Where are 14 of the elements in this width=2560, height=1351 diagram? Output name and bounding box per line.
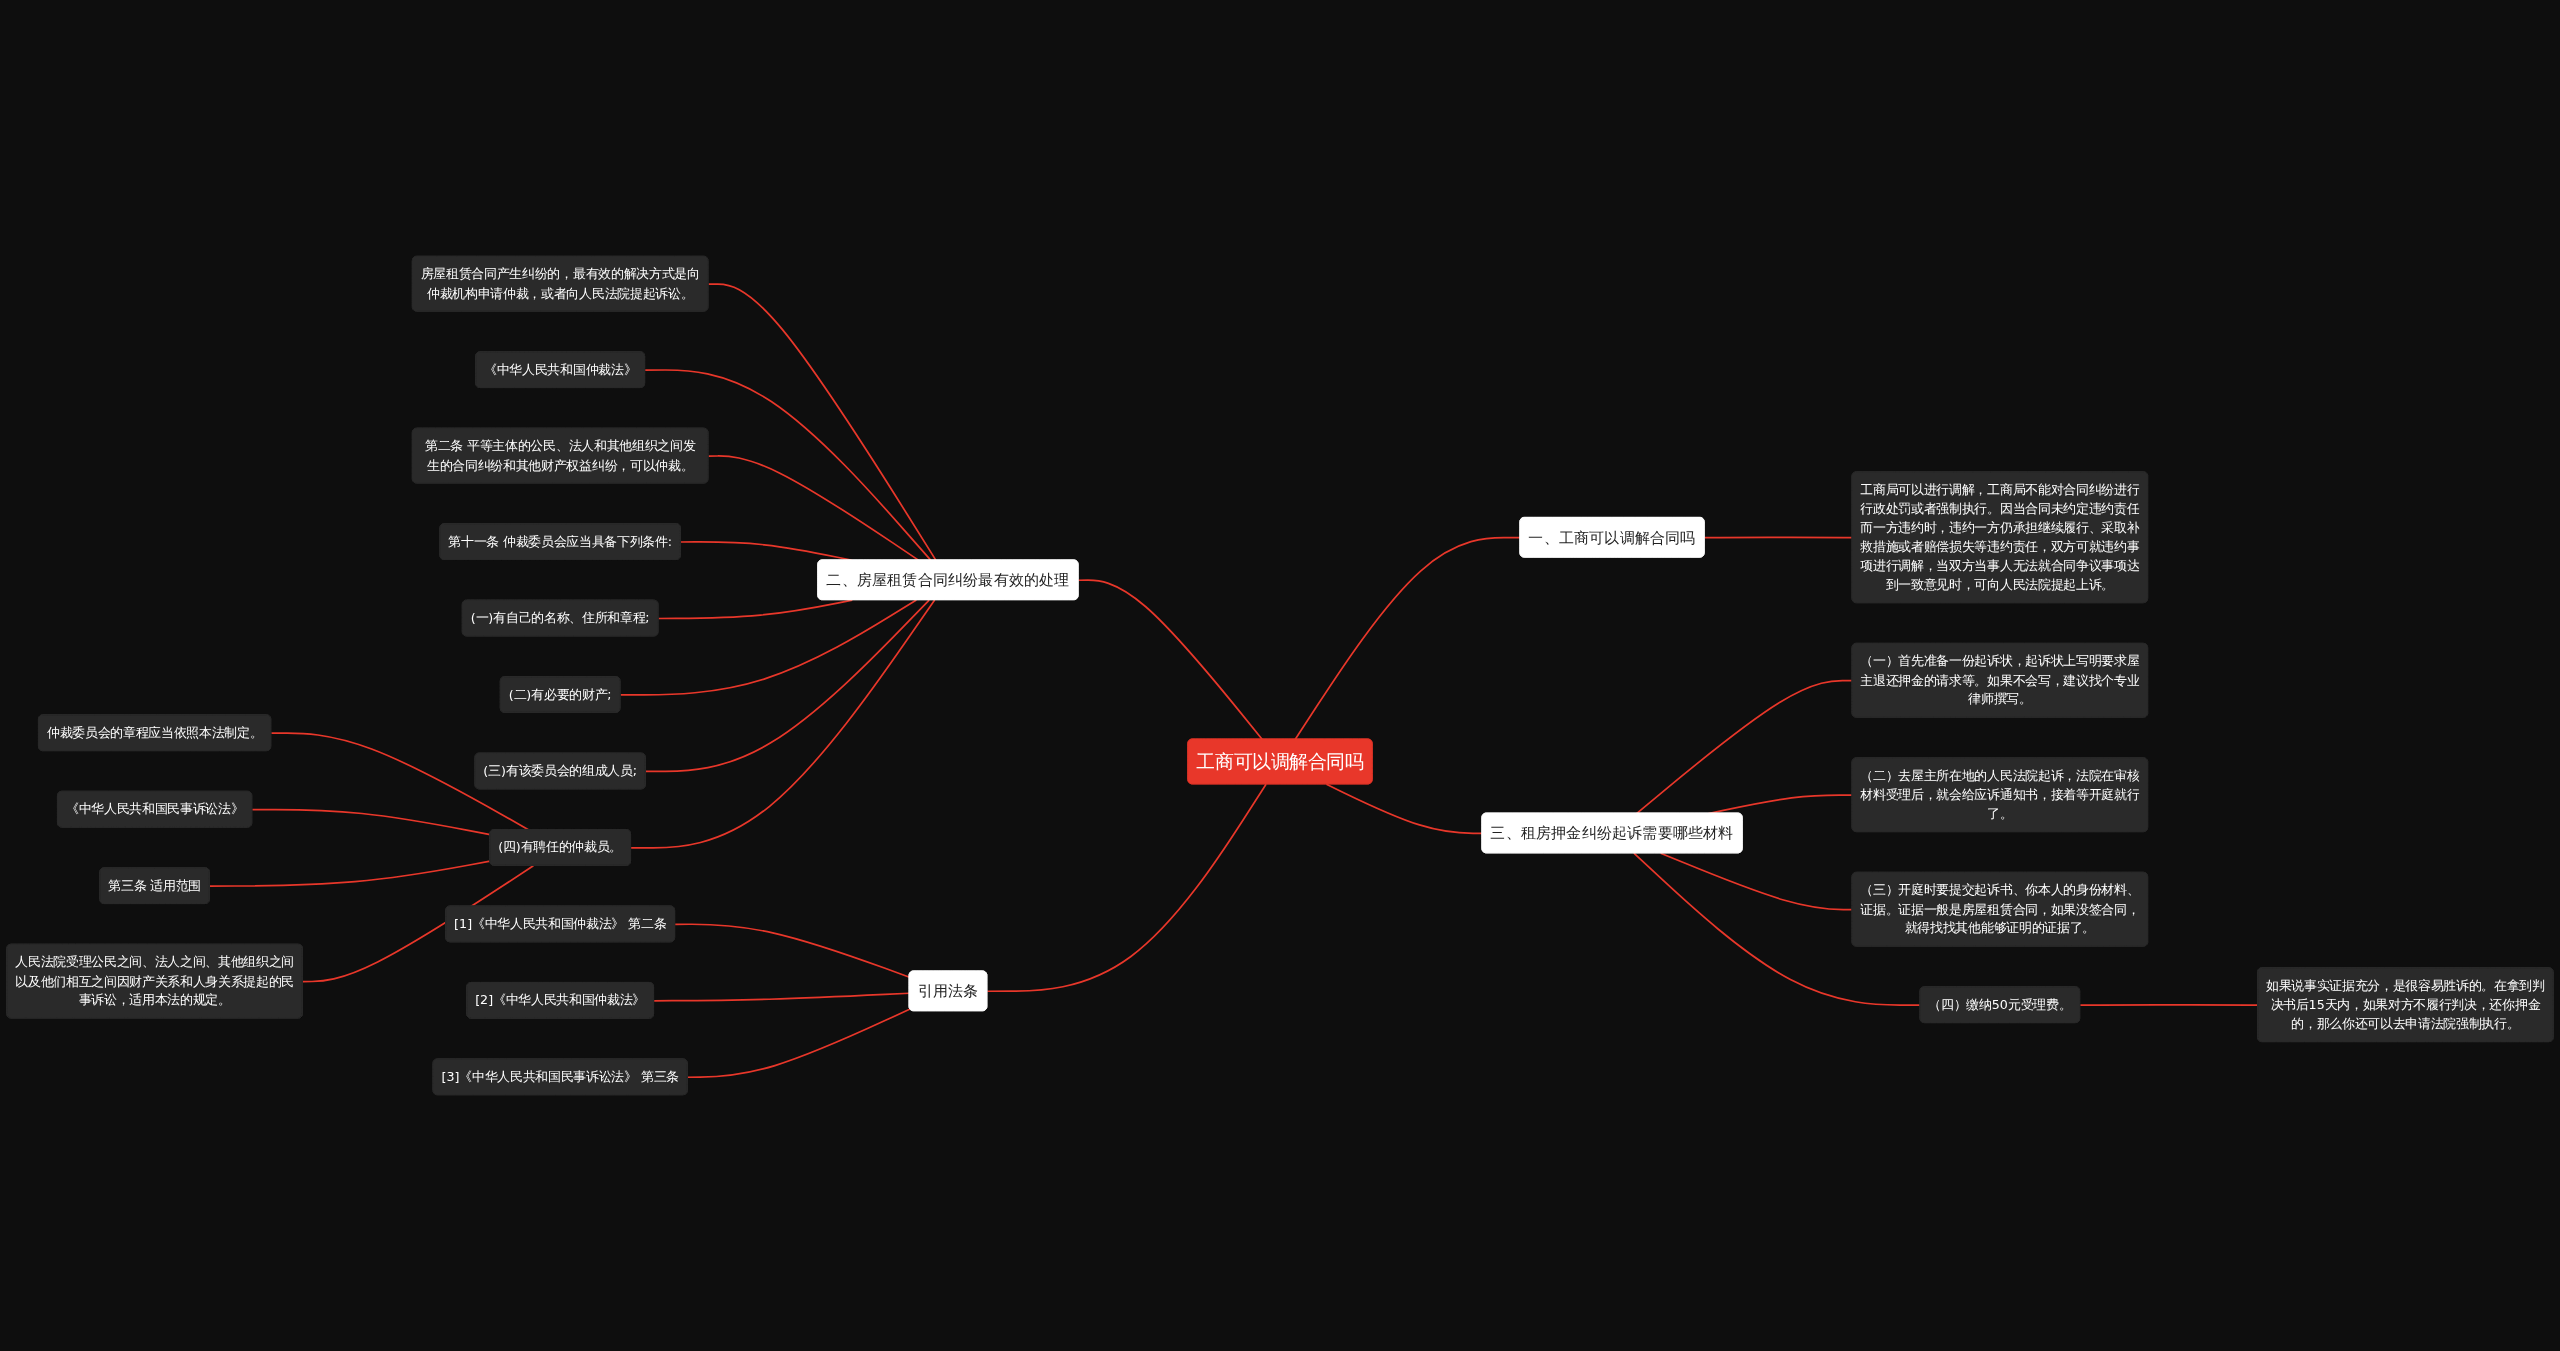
connector xyxy=(644,599,930,773)
connector xyxy=(251,808,491,836)
connector xyxy=(657,599,854,620)
connector xyxy=(270,732,530,831)
connector xyxy=(209,860,491,887)
connector xyxy=(2079,1004,2259,1006)
connector xyxy=(302,864,535,983)
connector xyxy=(986,783,1267,993)
connector xyxy=(674,923,911,979)
connector xyxy=(1077,579,1264,741)
connector xyxy=(686,1008,911,1079)
connector xyxy=(653,992,911,1002)
connector xyxy=(619,599,918,696)
connector xyxy=(630,599,936,849)
